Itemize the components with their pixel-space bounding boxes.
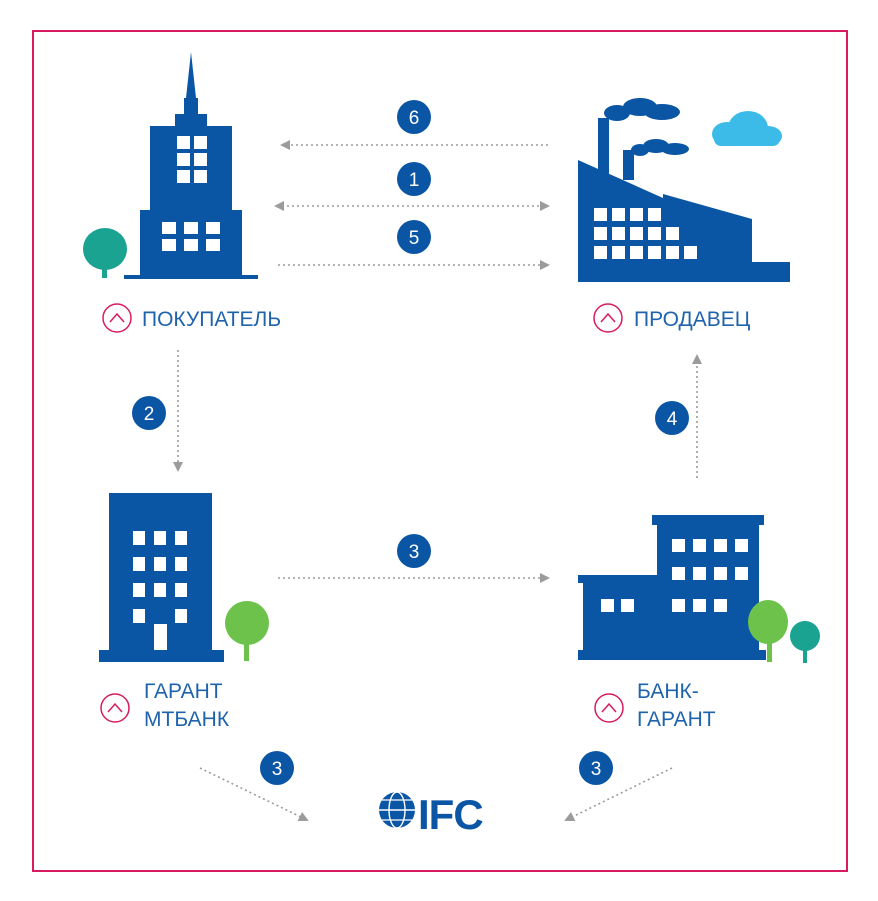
chevron-up-icon[interactable] <box>102 303 132 333</box>
tree-icon <box>790 621 820 663</box>
node-label-line-1: БАНК- <box>637 680 699 703</box>
chevron-up-icon[interactable] <box>594 693 624 723</box>
node-label: ПОКУПАТЕЛЬ <box>142 308 281 331</box>
step-number: 5 <box>409 228 420 249</box>
chevron-up-icon[interactable] <box>100 693 130 723</box>
diagram-frame <box>32 30 848 872</box>
step-badge: 2 <box>132 396 166 430</box>
bank-building-icon <box>578 515 766 660</box>
step-number: 3 <box>272 759 283 780</box>
buyer-label[interactable]: ПОКУПАТЕЛЬ <box>102 303 281 333</box>
step-badge: 4 <box>655 401 689 435</box>
seller-label[interactable]: ПРОДАВЕЦ <box>593 303 751 333</box>
tall-tower-icon <box>124 52 258 279</box>
step-number: 1 <box>409 170 420 191</box>
step-number: 3 <box>591 759 602 780</box>
tree-icon <box>83 228 127 278</box>
step-number: 2 <box>144 404 155 425</box>
step-badge: 3 <box>397 534 431 568</box>
step-badge: 3 <box>260 751 294 785</box>
tree-icon <box>225 601 269 661</box>
cloud-icon <box>712 111 782 146</box>
node-label: ПРОДАВЕЦ <box>634 308 751 331</box>
step-number: 3 <box>409 542 420 563</box>
tree-icon <box>748 600 788 662</box>
node-label-line-2: ГАРАНТ <box>637 708 716 731</box>
bank-guarantor-label[interactable]: БАНК- ГАРАНТ <box>594 680 716 731</box>
ifc-logo: IFC <box>379 791 484 838</box>
step-number: 4 <box>667 409 678 430</box>
office-building-icon <box>99 493 224 662</box>
factory-icon <box>578 98 790 282</box>
chevron-up-icon[interactable] <box>593 303 623 333</box>
globe-icon <box>379 791 415 829</box>
step-badge: 5 <box>397 220 431 254</box>
step-badge: 3 <box>579 751 613 785</box>
step-number: 6 <box>409 108 420 129</box>
logo-text: IFC <box>418 791 483 838</box>
node-label-line-1: ГАРАНТ <box>144 680 223 703</box>
step-badge: 1 <box>397 162 431 196</box>
node-label-line-2: МТБАНК <box>144 708 230 731</box>
guarantor-label[interactable]: ГАРАНТ МТБАНК <box>100 680 230 731</box>
step-badge: 6 <box>397 100 431 134</box>
